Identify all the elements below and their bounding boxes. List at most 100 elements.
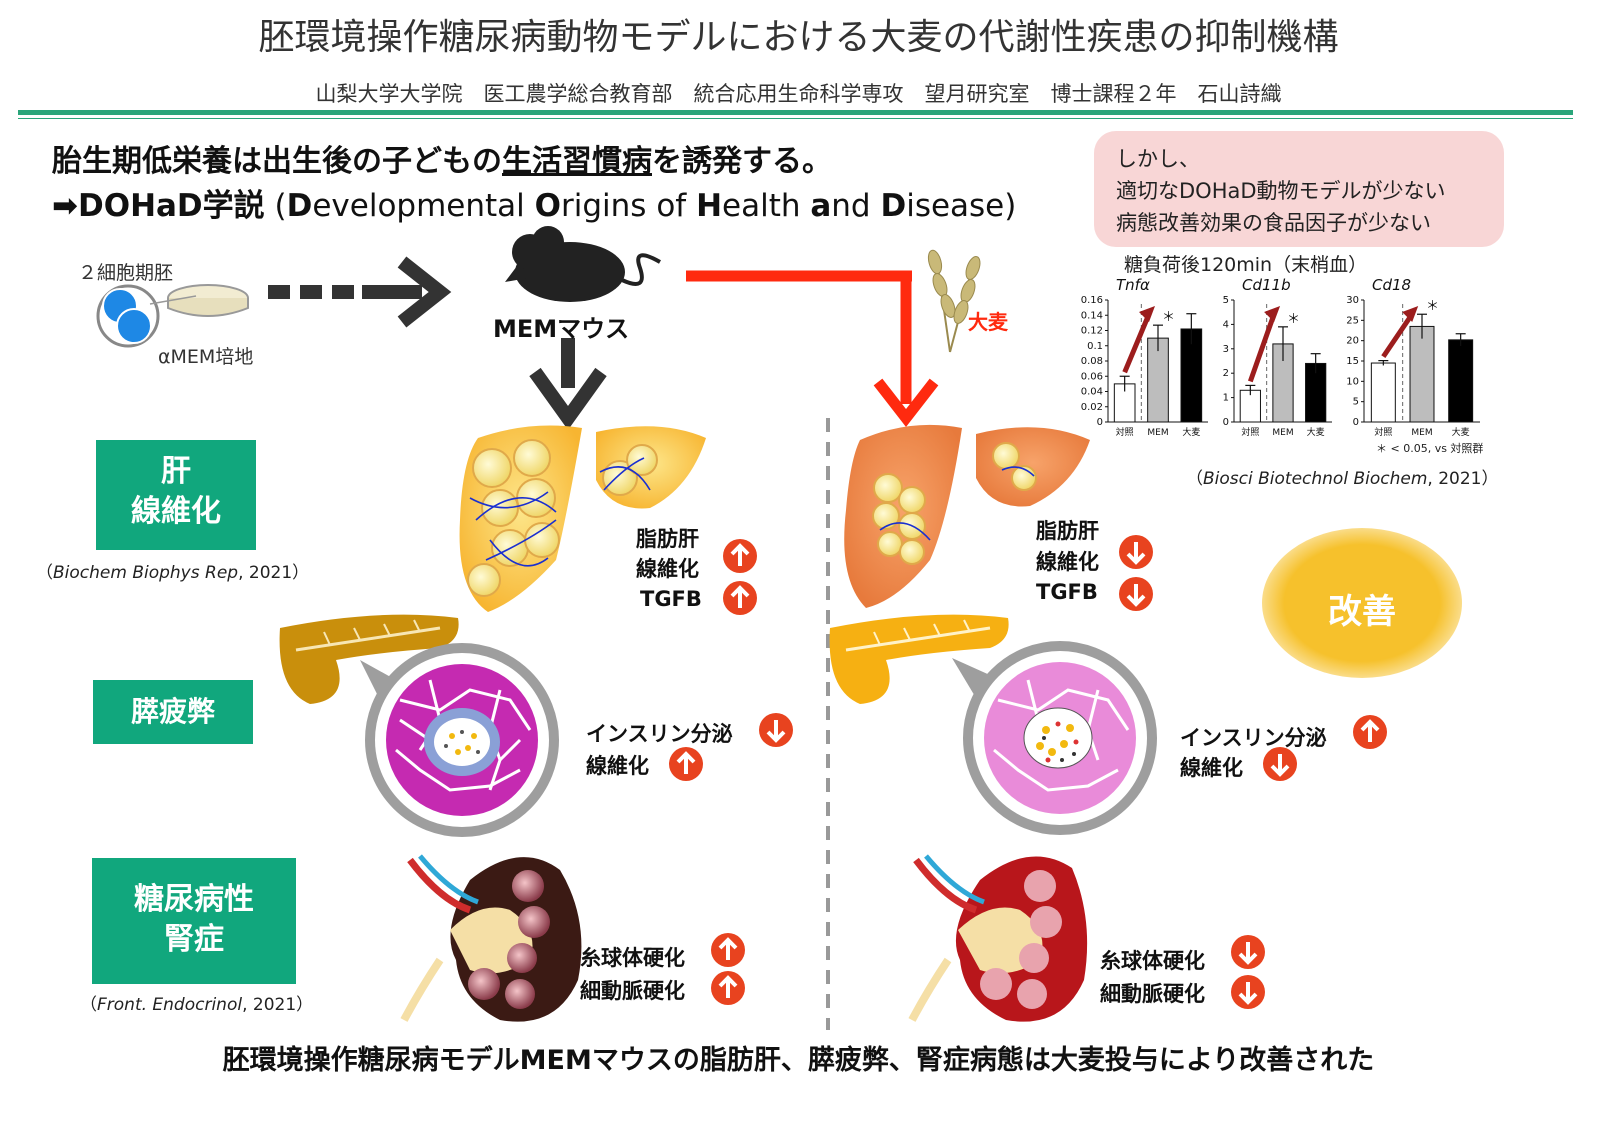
page-title: 胚環境操作糖尿病動物モデルにおける大麦の代謝性疾患の抑制機構: [258, 17, 1339, 58]
cite-open: （: [80, 995, 97, 1015]
cite-open: （: [36, 563, 53, 583]
up-arrow-icon: [669, 747, 703, 781]
y-tick-label: 5: [1223, 295, 1229, 306]
mouse-label: MEMマウス: [493, 315, 630, 343]
dohad-initial: a: [810, 188, 832, 224]
medium-label: αMEM培地: [158, 346, 254, 368]
barley-icon: [927, 249, 981, 353]
barley-liver-finding: 脂肪肝: [1036, 519, 1099, 543]
header-divider-thin: [18, 118, 1573, 119]
dohad-word: nd: [831, 188, 881, 224]
bar: [1409, 325, 1435, 423]
right-arrow-icon: ➡: [52, 188, 78, 224]
x-tick-label: 対照: [1116, 426, 1134, 438]
x-tick-label: MEM: [1147, 428, 1168, 438]
section-pancreas: 膵疲弊: [93, 680, 253, 744]
down-arrow-icon: [1119, 577, 1153, 611]
y-tick-label: 0.14: [1081, 310, 1103, 321]
trend-arrow: [1247, 313, 1277, 383]
significance-marker: ＊: [1287, 312, 1300, 327]
note-line: しかし、: [1116, 147, 1200, 171]
lead-text-underlined: 生活習慣病: [502, 144, 652, 179]
trend-arrow: [1381, 312, 1415, 358]
embryo-icon: [96, 284, 160, 348]
lead-text-post: を誘発する。: [652, 144, 832, 179]
cite-journal: Biosci Biotechnol Biochem: [1203, 469, 1428, 489]
conclusion: 胚環境操作糖尿病モデルMEMマウスの脂肪肝、膵疲弊、腎症病態は大麦投与により改善…: [222, 1045, 1375, 1076]
mem-pancreas-finding: 線維化: [586, 754, 649, 778]
y-tick-label: 5: [1353, 397, 1359, 408]
chart-citation: （Biosci Biotechnol Biochem, 2021）: [1186, 464, 1498, 489]
section-kidney: 糖尿病性 腎症: [92, 858, 296, 984]
x-tick-label: MEM: [1272, 428, 1293, 438]
down-arrow-icon: [1231, 975, 1265, 1009]
barley-pancreas-finding: 線維化: [1180, 756, 1243, 780]
x-tick-label: 対照: [1374, 426, 1392, 438]
y-tick-label: 15: [1346, 356, 1359, 367]
mouse-icon: [505, 226, 661, 302]
mem-liver-finding: TGFB: [640, 587, 702, 611]
dohad-word: isease): [906, 188, 1017, 224]
y-tick-label: 10: [1346, 376, 1359, 387]
kidney-citation: （Front. Endocrinol, 2021）: [80, 990, 313, 1015]
down-arrow-icon: [1119, 535, 1153, 569]
section-liver-subtitle: 線維化: [131, 494, 221, 529]
chart-title: Cd11b: [1242, 276, 1291, 294]
down-arrow-icon: [1263, 747, 1297, 781]
dohad-paren: (: [264, 188, 287, 224]
kidney-mem-illustration: [400, 854, 582, 1022]
x-tick-label: 対照: [1241, 426, 1259, 438]
y-tick-label: 0: [1353, 417, 1359, 428]
affiliation: 山梨大学大学院 医工農学総合教育部 統合応用生命科学専攻 望月研究室 博士課程２…: [315, 82, 1282, 106]
problem-note-box: しかし、 適切なDOHaD動物モデルが少ない 病態改善効果の食品因子が少ない: [1094, 131, 1504, 247]
pancreas-mem-illustration: [279, 614, 559, 837]
chart-footnote: ＊ < 0.05, vs 対照群: [1376, 442, 1484, 455]
mem-liver-finding: 線維化: [636, 557, 699, 581]
trend-arrowhead: [1264, 306, 1281, 322]
mem-kidney-finding: 糸球体硬化: [580, 946, 685, 970]
section-liver-title: 肝: [161, 454, 191, 489]
dohad-initial: O: [534, 188, 562, 224]
y-tick-label: 25: [1346, 315, 1359, 326]
up-arrow-icon: [711, 971, 745, 1005]
chart-header: 糖負荷後120min（末梢血）: [1124, 254, 1368, 276]
section-liver: 肝 線維化: [96, 440, 256, 550]
x-tick-label: MEM: [1411, 428, 1432, 438]
lead-statement: 胎生期低栄養は出生後の子どもの生活習慣病を誘発する。: [52, 136, 832, 180]
dohad-word: evelopmental: [312, 188, 535, 224]
x-tick-label: 大麦: [1452, 426, 1470, 438]
liver-citation: （Biochem Biophys Rep, 2021）: [36, 558, 309, 583]
barley-path-arrow: [686, 270, 939, 427]
chart-title: Cd18: [1372, 276, 1411, 294]
dohad-initial: D: [286, 188, 313, 224]
trend-arrowhead: [1139, 306, 1155, 322]
y-tick-label: 1: [1223, 393, 1229, 404]
y-tick-label: 0: [1097, 417, 1103, 428]
y-tick-label: 3: [1223, 344, 1229, 355]
up-arrow-icon: [723, 581, 757, 615]
barley-kidney-finding: 細動脈硬化: [1100, 982, 1205, 1006]
trend-arrowhead: [1402, 306, 1419, 322]
down-arrow-icon: [759, 713, 793, 747]
dohad-word: ealth: [722, 188, 811, 224]
cite-close: , 2021）: [242, 995, 314, 1015]
section-kidney-title: 糖尿病性: [134, 882, 254, 917]
mem-kidney-finding: 細動脈硬化: [580, 979, 685, 1003]
dashed-arrow-icon: [268, 256, 452, 328]
chart-title: Tnfα: [1116, 276, 1150, 294]
y-tick-label: 30: [1346, 295, 1359, 306]
mem-liver-finding: 脂肪肝: [636, 527, 699, 551]
bar: [1448, 339, 1474, 423]
y-tick-label: 0.06: [1081, 371, 1103, 382]
y-tick-label: 20: [1346, 336, 1359, 347]
bar: [1370, 362, 1396, 423]
liver-mem-illustration: [459, 425, 706, 612]
note-line: 病態改善効果の食品因子が少ない: [1116, 211, 1431, 235]
mem-pancreas-finding: インスリン分泌: [586, 722, 733, 746]
y-tick-label: 0.02: [1081, 402, 1103, 413]
y-tick-label: 4: [1223, 319, 1229, 330]
header-divider: [18, 110, 1573, 115]
cite-close: , 2021）: [238, 563, 310, 583]
